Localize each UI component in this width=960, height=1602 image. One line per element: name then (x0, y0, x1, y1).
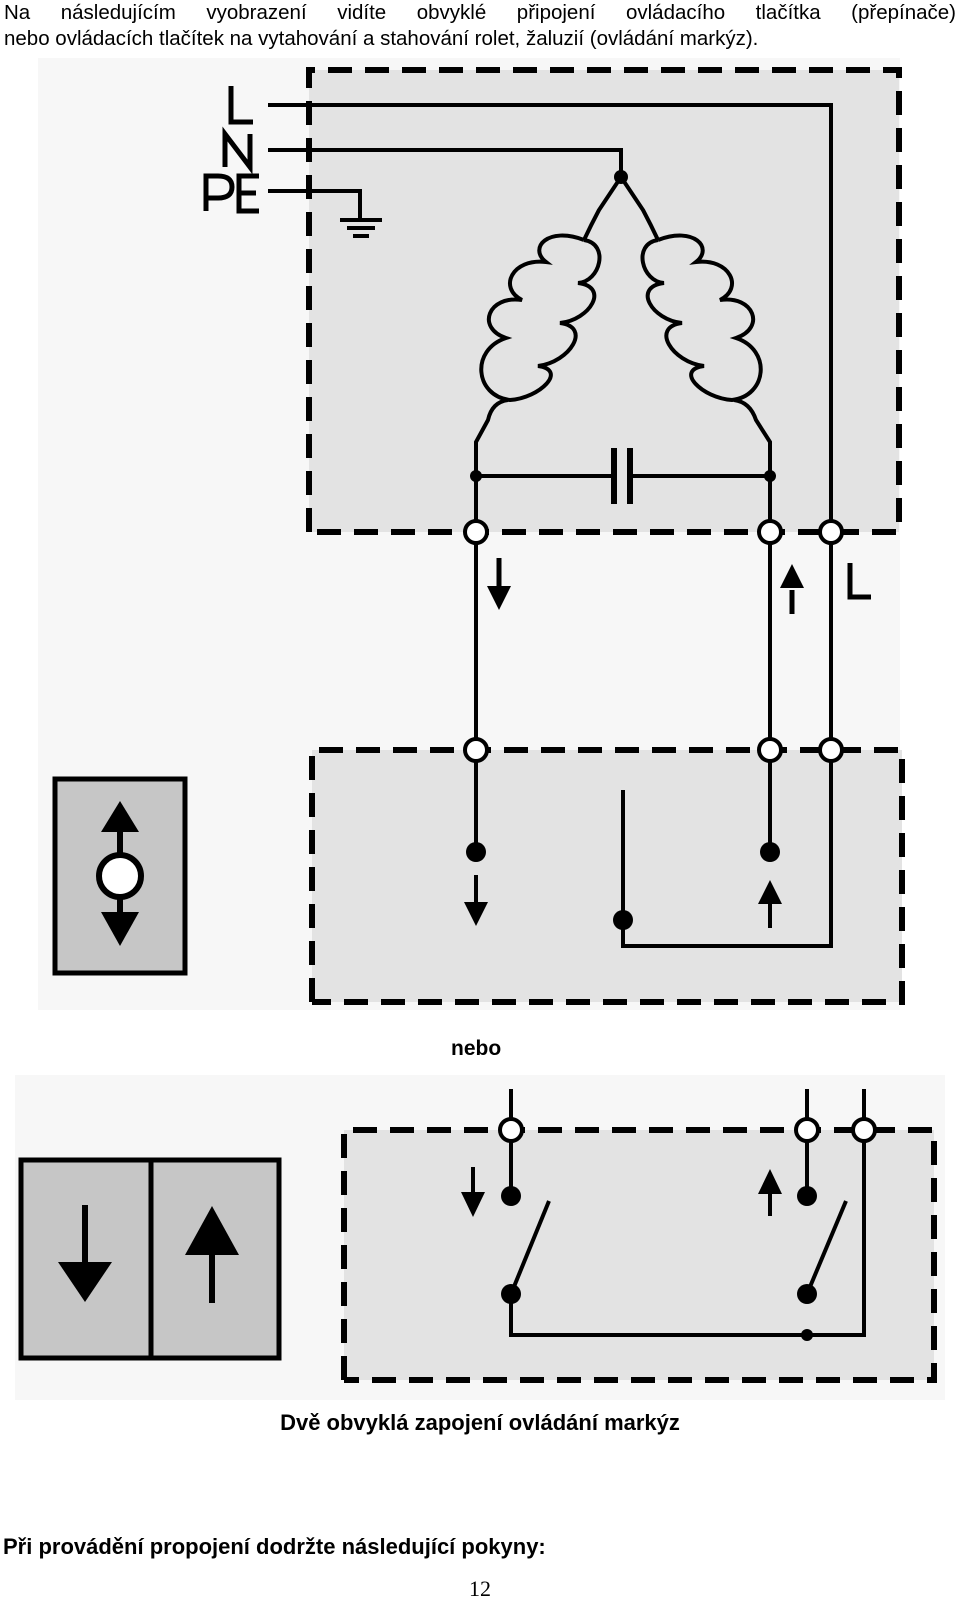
pushbutton-arrow-down-icon (461, 1167, 485, 1217)
intro-line-2: nebo ovládacích tlačítek na vytahování a… (4, 27, 759, 50)
rocker-switch-wiring (474, 750, 833, 948)
capacitor-icon (476, 448, 770, 504)
left-winding-coil (479, 233, 602, 403)
arrow-down-icon (487, 558, 511, 610)
terminal-label-L (228, 86, 253, 125)
pushbutton-switch-box (341, 1127, 937, 1383)
housing-terminals (463, 519, 844, 545)
pushbutton-arrow-up-icon (758, 1169, 782, 1216)
terminal-label-PE (203, 173, 259, 214)
arrow-up-icon (780, 564, 804, 614)
connection-wires (474, 532, 833, 750)
rocker-arrow-down-icon (464, 875, 488, 926)
rocker-switch-contacts (466, 842, 780, 930)
figure-caption: Dvě obvyklá zapojení ovládání markýz (280, 1410, 680, 1435)
supply-wires (268, 103, 833, 532)
pushbutton-contacts (501, 1186, 817, 1341)
terminal-letters (203, 86, 871, 600)
rocker-switch-box (309, 747, 905, 1005)
intro-text: Na následujícím vyobrazení vidíte obvykl… (4, 0, 956, 52)
motor-junction-dots (470, 170, 776, 482)
rocker-arrow-up-icon (758, 880, 782, 928)
output-label-L (847, 563, 871, 600)
rocker-terminals (463, 737, 844, 763)
page-number: 12 (469, 1576, 491, 1601)
right-winding-coil (640, 233, 763, 403)
instructions-heading: Při provádění propojení dodržte následuj… (3, 1534, 546, 1559)
pushbutton-faceplate (18, 1157, 282, 1361)
earth-icon (340, 218, 382, 238)
intro-line-1: Na následujícím vyobrazení vidíte obvykl… (4, 1, 956, 24)
separator-label: nebo (451, 1037, 502, 1060)
rocker-switch-faceplate (52, 776, 188, 976)
rocker-neutral-icon (96, 852, 144, 900)
motor-windings (474, 175, 772, 532)
terminal-label-N (222, 126, 253, 175)
button-down-arrow-icon (58, 1205, 112, 1302)
button-up-arrow-icon (185, 1206, 239, 1303)
motor-housing (306, 67, 902, 535)
pushbutton-terminals (498, 1117, 877, 1143)
